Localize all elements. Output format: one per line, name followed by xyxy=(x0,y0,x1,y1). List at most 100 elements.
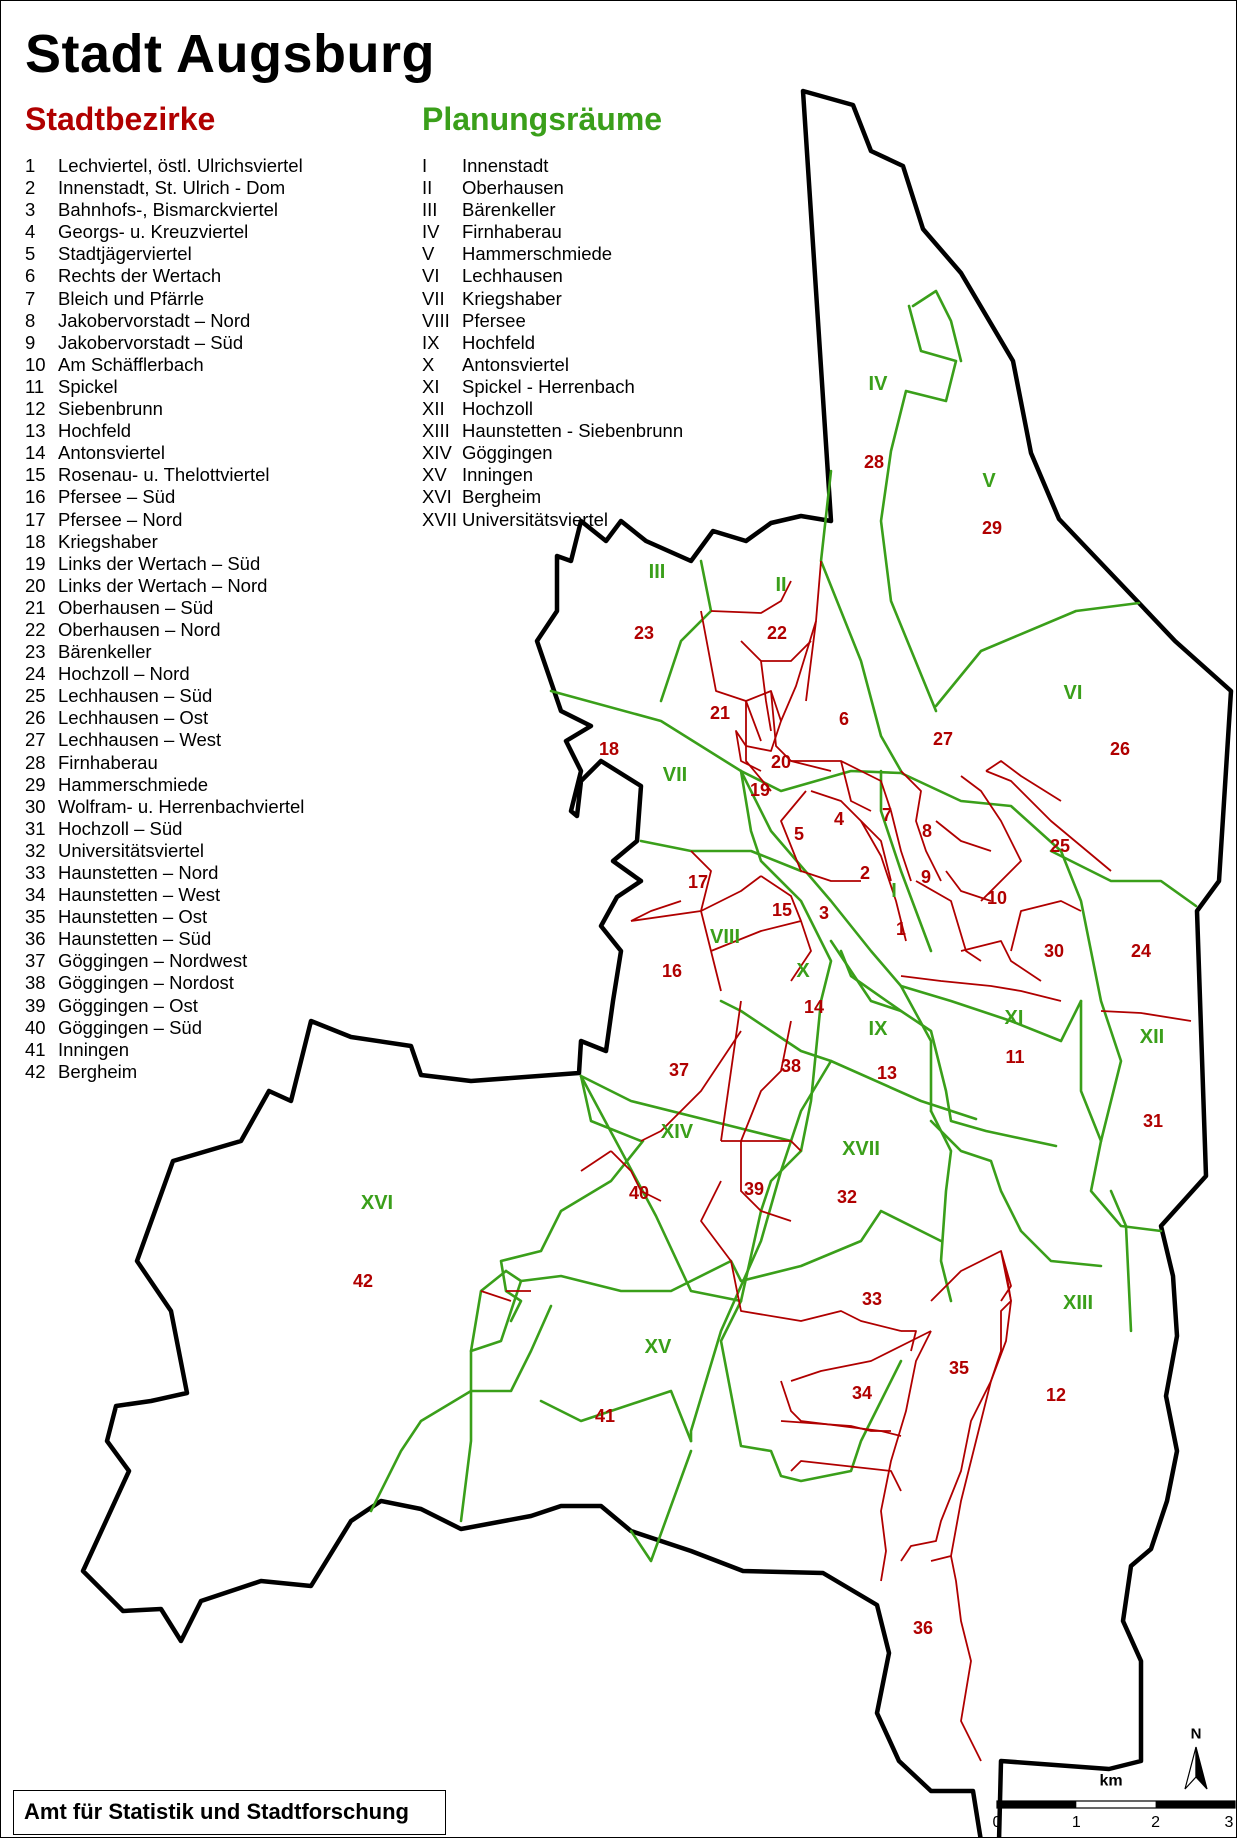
district-label: 25 xyxy=(1050,836,1070,856)
legend-item-name: Stadtjägerviertel xyxy=(58,243,192,265)
legend-item-name: Hochzoll – Nord xyxy=(58,663,190,685)
legend-item: 19 Links der Wertach – Süd xyxy=(25,553,304,575)
legend-item-name: Haunstetten – Ost xyxy=(58,906,208,928)
planungsraum-label: VI xyxy=(1064,682,1083,704)
legend-item-number: 35 xyxy=(25,906,46,928)
legend-item-number: 16 xyxy=(25,486,46,508)
planungsraum-label: XI xyxy=(1005,1007,1024,1029)
legend-item-number: 14 xyxy=(25,442,46,464)
north-arrow xyxy=(1184,1746,1208,1790)
legend-item-name: Pfersee – Süd xyxy=(58,486,176,508)
legend-item-name: Links der Wertach – Süd xyxy=(58,552,261,574)
district-label: 2 xyxy=(860,863,870,883)
district-label: 1 xyxy=(896,919,906,939)
district-label: 3 xyxy=(819,903,829,923)
legend-item-name: Pfersee – Nord xyxy=(58,508,183,530)
district-label: 5 xyxy=(794,824,804,844)
district-label: 12 xyxy=(1046,1385,1066,1405)
planungsraum-label: VII xyxy=(663,764,687,786)
legend-item: 14 Antonsviertel xyxy=(25,442,304,464)
map-title: Stadt Augsburg xyxy=(25,24,435,84)
legend-item-name: Hammerschmiede xyxy=(58,773,209,795)
planungsraum-label: V xyxy=(982,470,996,492)
district-label: 14 xyxy=(804,997,824,1017)
legend-item-name: Antonsviertel xyxy=(462,353,569,375)
legend-item-number: 3 xyxy=(25,199,36,221)
legend-item: 16 Pfersee – Süd xyxy=(25,486,304,508)
legend-item-name: Bärenkeller xyxy=(462,199,556,221)
legend-item-name: Bahnhofs-, Bismarckviertel xyxy=(58,199,279,221)
planungsraum-label: XIII xyxy=(1063,1292,1093,1314)
district-label: 6 xyxy=(839,709,849,729)
legend-item-number: 19 xyxy=(25,552,46,574)
legend-item-name: Haunstetten – West xyxy=(58,884,221,906)
district-label: 9 xyxy=(921,867,931,887)
legend-item-name: Links der Wertach – Nord xyxy=(58,574,268,596)
legend-item: 35 Haunstetten – Ost xyxy=(25,906,304,928)
legend-item-number: III xyxy=(422,199,438,221)
legend-item-number: 1 xyxy=(25,155,36,176)
district-label: 15 xyxy=(772,900,792,920)
legend-item-name: Oberhausen xyxy=(462,177,564,199)
legend-item-number: 31 xyxy=(25,817,46,839)
legend-item-number: XV xyxy=(422,464,447,486)
legend-item-name: Antonsviertel xyxy=(58,442,165,464)
legend-item-number: 25 xyxy=(25,685,46,707)
legend-item-name: Bleich und Pfärrle xyxy=(58,287,205,309)
planungsraum-label: XV xyxy=(645,1336,672,1358)
legend-item: 38 Göggingen – Nordost xyxy=(25,972,304,994)
legend-item-number: 12 xyxy=(25,398,46,420)
district-label: 10 xyxy=(987,888,1007,908)
planungsraum-label: III xyxy=(649,561,666,583)
legend-item-name: Bergheim xyxy=(462,486,542,508)
legend-item-number: 40 xyxy=(25,1016,46,1038)
legend-item-name: Pfersee xyxy=(462,309,526,331)
legend-item-name: Lechhausen – Süd xyxy=(58,685,213,707)
legend-item: 3 Bahnhofs-, Bismarckviertel xyxy=(25,199,304,221)
legend-item-name: Bärenkeller xyxy=(58,641,152,663)
legend-item-name: Hochfeld xyxy=(462,331,536,353)
planungsraum-label: XVII xyxy=(842,1138,880,1160)
district-label: 8 xyxy=(922,821,932,841)
legend-item: XV Inningen xyxy=(422,464,683,486)
district-label: 33 xyxy=(862,1289,882,1309)
legend-item-number: VIII xyxy=(422,309,450,331)
legend-item-name: Universitätsviertel xyxy=(462,508,608,530)
legend-item-number: 6 xyxy=(25,265,36,287)
legend-item-number: XIV xyxy=(422,442,452,464)
district-label: 28 xyxy=(864,452,884,472)
legend-item-name: Göggingen – Nordwest xyxy=(58,950,248,972)
legend-item-number: 38 xyxy=(25,972,46,994)
legend-item-name: Haunstetten – Süd xyxy=(58,928,212,950)
legend-item-name: Haunstetten – Nord xyxy=(58,862,219,883)
legend-item-number: 32 xyxy=(25,839,46,861)
district-label: 30 xyxy=(1044,941,1064,961)
legend-item-name: Spickel xyxy=(58,375,118,397)
legend-item-name: Inningen xyxy=(462,464,533,486)
legend-item-name: Göggingen – Nordost xyxy=(58,972,234,994)
scale-tick-label: 0 xyxy=(993,1814,1002,1831)
planungsraum-label: IV xyxy=(869,373,889,395)
legend-item-name: Inningen xyxy=(58,1038,129,1060)
district-label: 18 xyxy=(599,739,619,759)
